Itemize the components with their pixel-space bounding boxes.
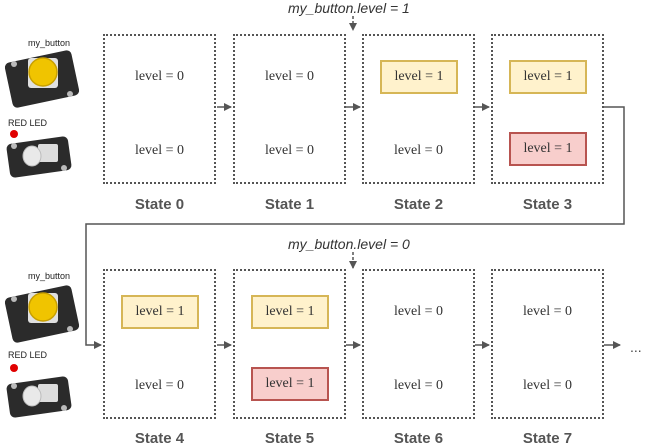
led-level: level = 0	[134, 378, 185, 393]
button-level-highlighted: level = 1	[251, 295, 329, 329]
led-level: level = 0	[134, 143, 185, 158]
state-box: level = 1 level = 1	[233, 269, 346, 419]
led-level: level = 0	[264, 143, 315, 158]
state-label: State 1	[264, 196, 315, 213]
wrap-connector	[85, 106, 625, 349]
led-level: level = 0	[393, 143, 444, 158]
button-level: level = 0	[393, 304, 444, 319]
led-level: level = 0	[522, 378, 573, 393]
led-level: level = 0	[393, 378, 444, 393]
state-box: level = 0 level = 0	[491, 269, 604, 419]
button-level-highlighted: level = 1	[509, 60, 587, 94]
led-module-icon	[6, 376, 72, 418]
state-label: State 0	[134, 196, 185, 213]
led-level-highlighted: level = 1	[509, 132, 587, 166]
state-label: State 3	[522, 196, 573, 213]
continuation-ellipsis: ...	[630, 339, 642, 355]
button-label: my_button	[28, 38, 71, 48]
state-box: level = 0 level = 0	[103, 34, 216, 184]
state-label: State 5	[264, 430, 315, 447]
button-label: my_button	[28, 271, 71, 281]
led-label: RED LED	[8, 118, 48, 128]
button-level-highlighted: level = 1	[380, 60, 458, 94]
state-box: level = 0 level = 0	[362, 269, 475, 419]
button-module-icon	[4, 285, 80, 343]
state-label: State 2	[393, 196, 444, 213]
state-box: level = 1 level = 0	[362, 34, 475, 184]
led-level-highlighted: level = 1	[251, 367, 329, 401]
state-box: level = 1 level = 0	[103, 269, 216, 419]
led-module-icon	[6, 136, 72, 178]
button-module-icon	[4, 50, 80, 108]
led-indicator-icon	[10, 130, 18, 138]
led-indicator-icon	[10, 364, 18, 372]
state-label: State 6	[393, 430, 444, 447]
state-label: State 7	[522, 430, 573, 447]
button-level: level = 0	[522, 304, 573, 319]
led-label: RED LED	[8, 350, 48, 360]
button-level-highlighted: level = 1	[121, 295, 199, 329]
state-box: level = 0 level = 0	[233, 34, 346, 184]
event-label-top: my_button.level = 1	[288, 0, 410, 16]
state-label: State 4	[134, 430, 185, 447]
button-level: level = 0	[134, 69, 185, 84]
state-box: level = 1 level = 1	[491, 34, 604, 184]
button-level: level = 0	[264, 69, 315, 84]
event-label-bottom: my_button.level = 0	[288, 236, 410, 252]
